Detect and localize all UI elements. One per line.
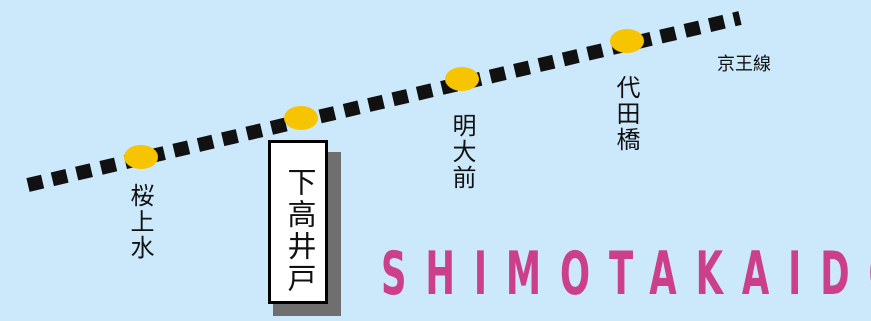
station-marker-daitabashi[interactable] (610, 29, 644, 53)
current-station-romaji: SHIMOTAKAIDO (381, 239, 871, 309)
station-label-meidaimae[interactable]: 明大前 (448, 113, 476, 191)
station-label-sakurajosui[interactable]: 桜上水 (126, 183, 154, 261)
station-label-daitabashi[interactable]: 代田橋 (612, 75, 640, 153)
line-name-label: 京王線 (717, 54, 771, 75)
current-station-box[interactable]: 下高井戸 (268, 140, 328, 304)
station-label-shimotakaido: 下高井戸 (283, 167, 317, 295)
station-marker-sakurajosui[interactable] (124, 145, 158, 169)
station-marker-shimotakaido[interactable] (284, 106, 318, 130)
station-marker-meidaimae[interactable] (445, 67, 479, 91)
